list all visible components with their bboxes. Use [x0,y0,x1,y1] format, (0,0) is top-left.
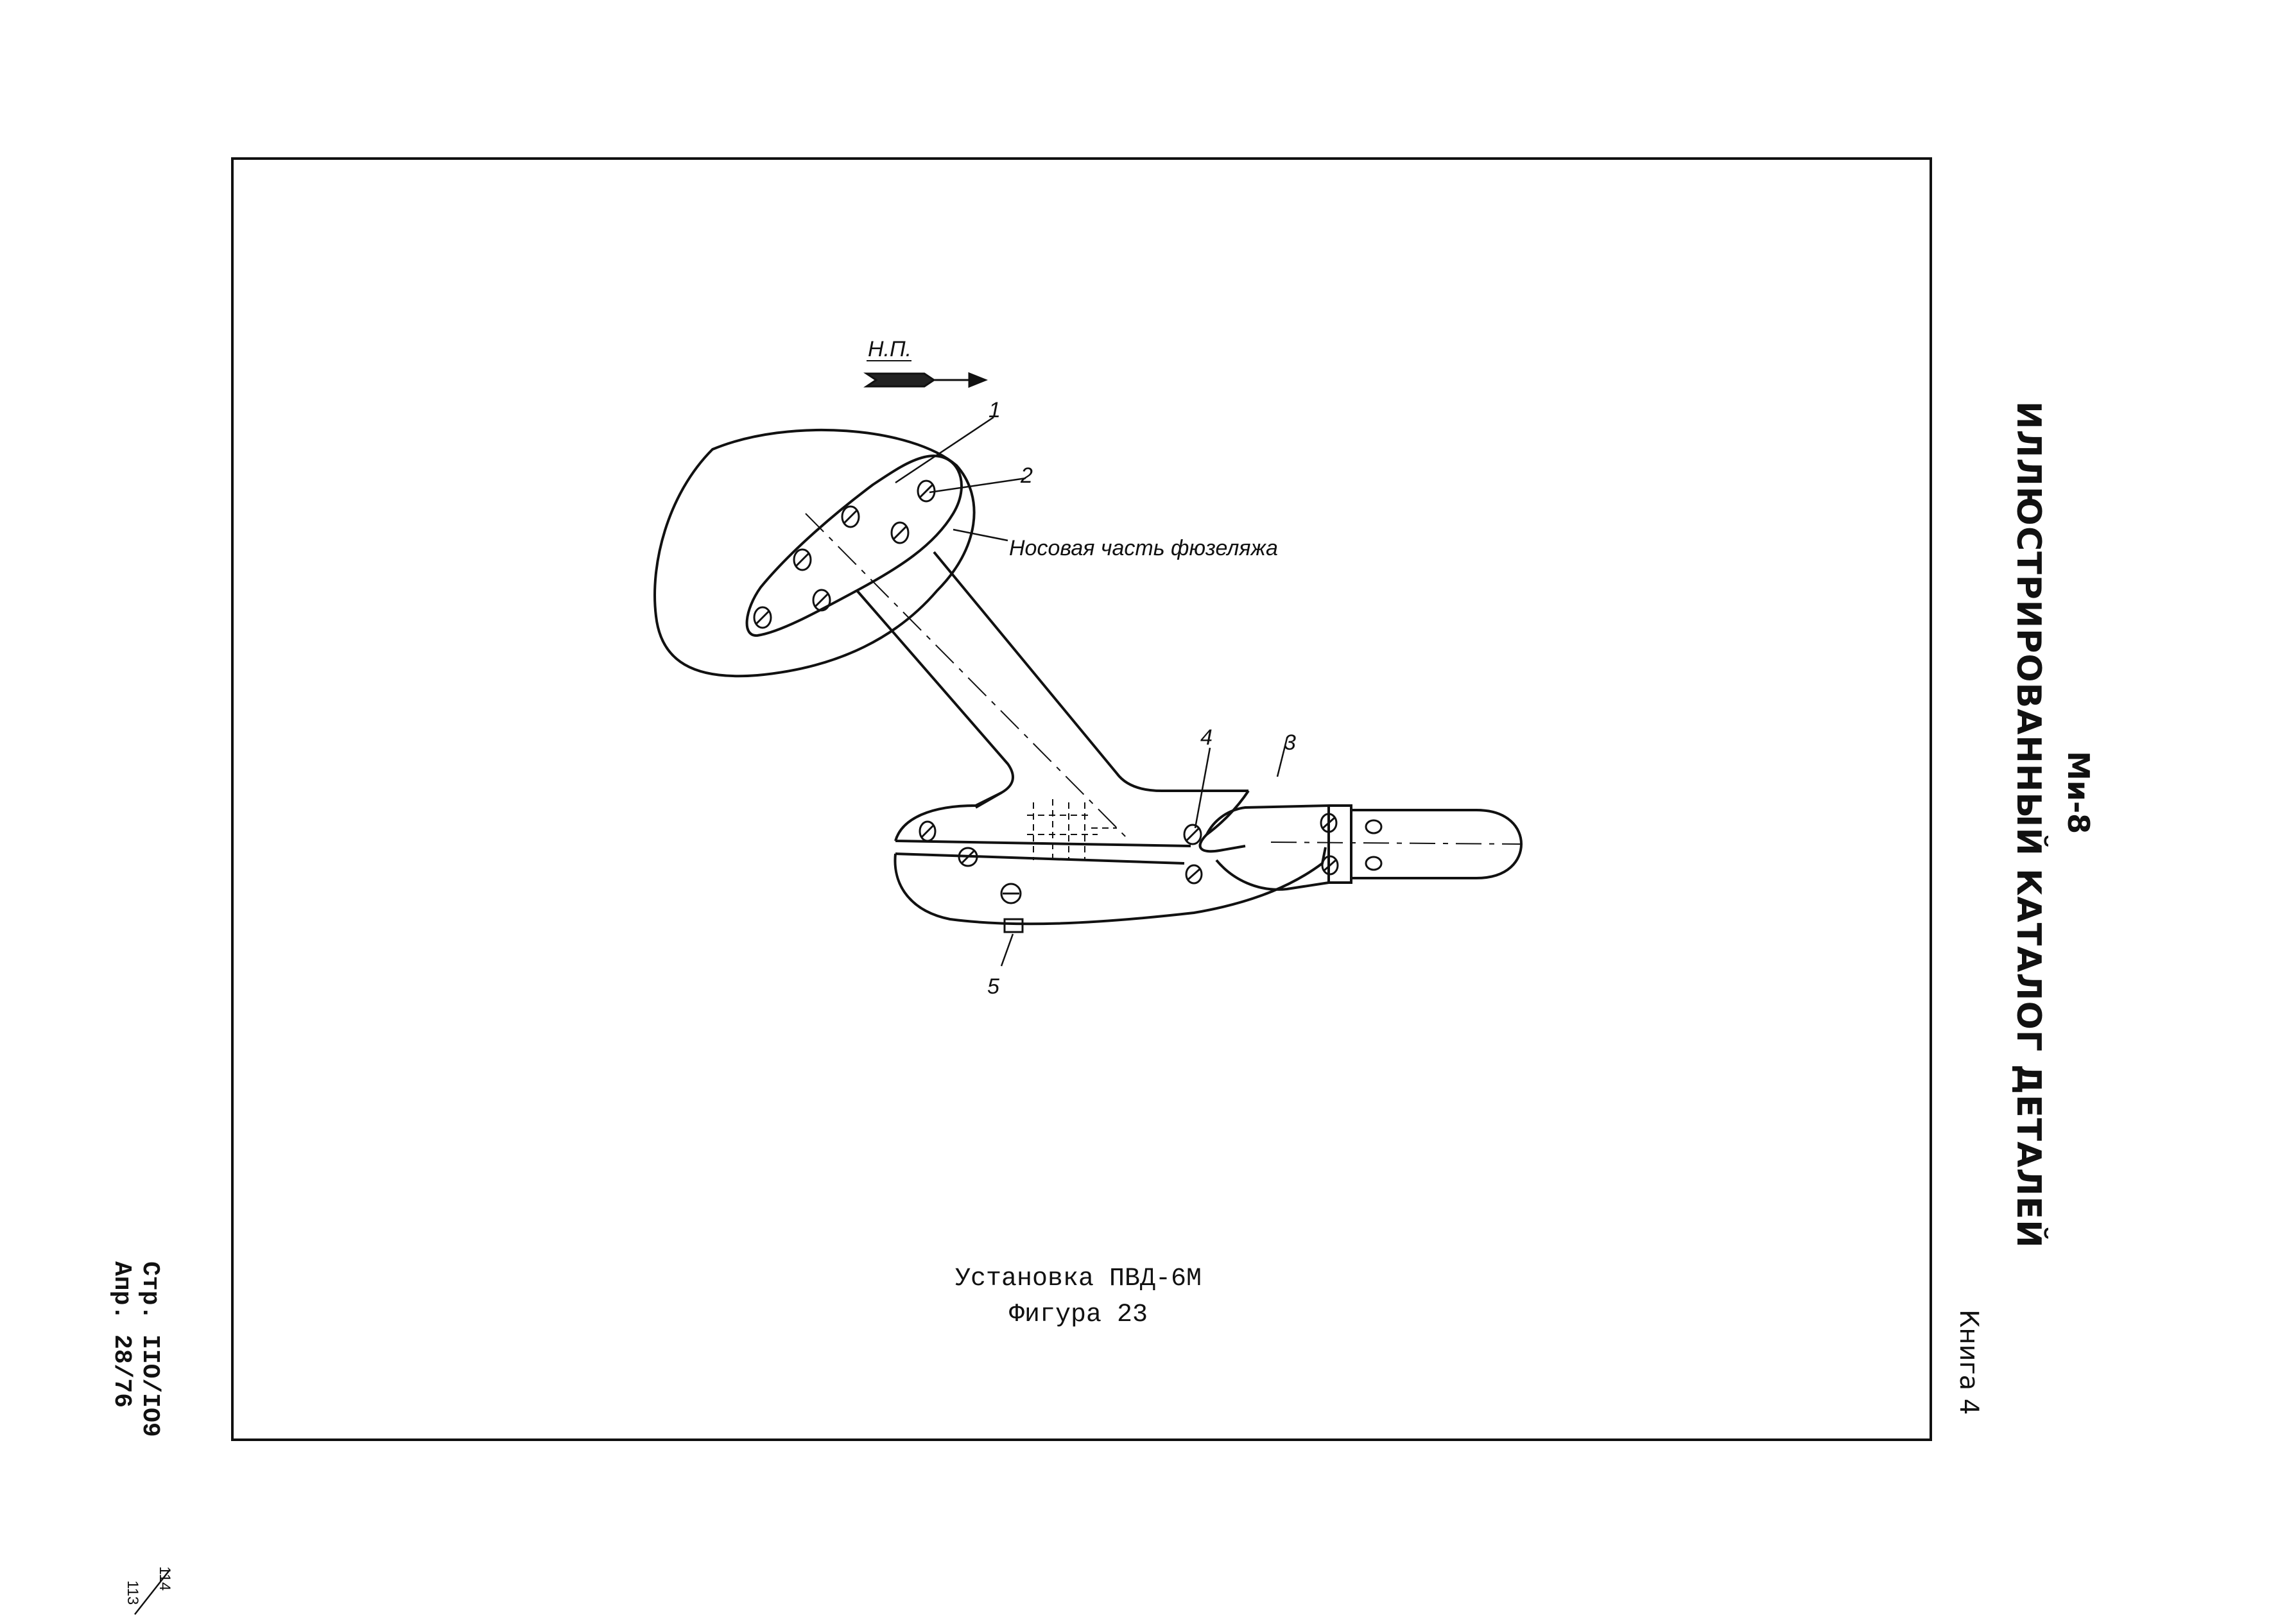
page-number: Стр. IIO/IO9 [136,1261,164,1437]
leader-5 [1000,933,1014,967]
caption-title: Установка ПВД-6М [954,1265,1202,1293]
hidden-detail [1027,799,1117,860]
fuselage-nose-outline [653,428,976,678]
mounting-flange [745,454,963,637]
fuselage-label: Носовая часть фюзеляжа [1009,536,1278,560]
callout-2: 2 [1020,463,1033,488]
center-line-head [1270,842,1522,845]
header-model: Ми-8 [2061,751,2096,834]
leader-1 [895,416,994,484]
callout-1: 1 [989,398,1001,422]
leader-3 [1276,738,1288,777]
callout-4: 4 [1200,725,1213,750]
callout-3: 3 [1284,730,1296,755]
mast-strut-edge [933,551,1248,792]
leader-2 [929,477,1026,494]
flange-screws [753,479,936,629]
sheet-number: 114 113 [122,1566,180,1624]
body-screws [919,813,1383,933]
direction-label: Н.П. [868,337,911,361]
caption-number: Фигура 23 [1008,1300,1148,1329]
page-frame [231,157,1932,1441]
mast-neck [1205,804,1330,891]
leader-fuselage [953,528,1008,542]
receiver-head [1329,804,1352,884]
page-date: Апр. 28/76 [108,1261,135,1408]
leader-4 [1194,747,1211,829]
figure-caption: Установка ПВД-6М Фигура 23 [886,1261,1271,1333]
book-number: Книга 4 [1954,1309,1983,1415]
page-reference: Стр. IIO/IO9 Апр. 28/76 [107,1261,164,1437]
header-title: ИЛЛЮСТРИРОВАННЫЙ КАТАЛОГ ДЕТАЛЕЙ [2009,401,2048,1248]
center-line-mast [805,513,1130,842]
mast-strut [856,589,1014,809]
sheet-divider [134,1569,171,1615]
direction-arrow [863,360,989,388]
callout-5: 5 [987,974,999,999]
